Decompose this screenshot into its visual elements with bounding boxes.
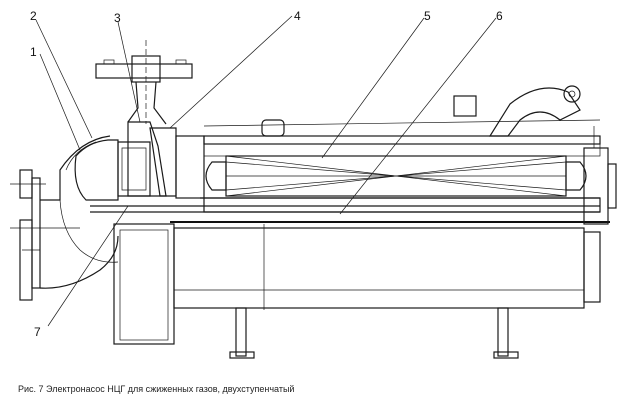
stator-winding <box>205 155 587 197</box>
volute-casing <box>74 139 151 201</box>
suction-casing <box>39 135 119 289</box>
callout-3: 3 <box>114 11 121 25</box>
rear-end-cap <box>583 126 617 225</box>
motor-housing <box>170 135 610 223</box>
callout-7: 7 <box>34 325 41 339</box>
callout-4: 4 <box>294 9 301 23</box>
callout-2: 2 <box>30 9 37 23</box>
inlet-flange <box>10 169 80 301</box>
support-feet <box>229 307 519 359</box>
rotor-shaft <box>90 205 600 213</box>
callout-leaders <box>35 15 497 327</box>
lower-body <box>113 223 601 345</box>
top-fittings <box>203 85 601 137</box>
callout-6: 6 <box>496 9 503 23</box>
second-stage-impeller <box>127 121 205 199</box>
figure-caption: Рис. 7 Электронасос НЦГ для сжиженных га… <box>18 384 295 394</box>
callout-1: 1 <box>30 45 37 59</box>
discharge-nozzle <box>95 40 193 125</box>
callout-5: 5 <box>424 9 431 23</box>
